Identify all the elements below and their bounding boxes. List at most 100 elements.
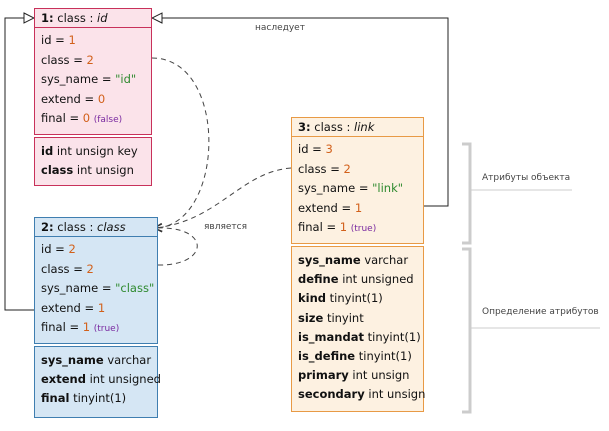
def-name: kind — [298, 291, 327, 306]
attr-eq: = — [101, 281, 112, 295]
attr-value: 1 — [68, 33, 76, 47]
attr-eq: = — [358, 181, 369, 195]
attr-eq: = — [84, 300, 95, 315]
class-id-definition-box: id int unsign key class int unsign — [34, 137, 152, 186]
attr-key: id — [41, 242, 52, 256]
def-type: int unsign key — [56, 144, 138, 158]
def-row: size tinyint — [292, 309, 423, 328]
attr-value: 0 — [97, 91, 106, 106]
attr-eq: = — [312, 142, 322, 156]
def-name: secondary — [298, 387, 365, 402]
attr-row: final = 1 (true) — [35, 318, 157, 338]
attr-eq: = — [69, 320, 80, 334]
class-class-definition-box: sys_name varchar extend int unsigned fin… — [34, 346, 161, 418]
attr-value: 1 — [97, 300, 106, 315]
isa-edge-link-to-class — [154, 167, 292, 228]
attr-eq: = — [55, 33, 65, 47]
def-name: extend — [41, 372, 86, 387]
attr-key: class — [298, 161, 327, 176]
header-class-name: id — [97, 11, 108, 25]
attr-key: id — [41, 33, 52, 47]
def-name: final — [41, 391, 70, 406]
class-class-attributes: id = 2 class = 2 sys_name = "class" exte… — [35, 240, 157, 338]
def-name: id — [41, 144, 54, 158]
attr-value: 3 — [325, 142, 333, 156]
attr-value: 2 — [68, 242, 76, 256]
def-type: tinyint(1) — [358, 348, 412, 363]
attr-key: final — [41, 320, 66, 334]
inherits-label: наследует — [255, 23, 305, 33]
def-type: tinyint(1) — [73, 391, 127, 406]
attr-value: 2 — [86, 261, 94, 276]
class-id-header: 1: class : id — [35, 9, 151, 28]
def-type: int unsigned — [89, 372, 161, 387]
attr-row: class = 2 — [35, 51, 151, 71]
isa-edge-class-self — [153, 227, 198, 266]
attr-eq: = — [84, 91, 95, 106]
attr-key: class — [41, 261, 70, 276]
inherit-edge-link-to-id — [152, 18, 449, 207]
def-row: final tinyint(1) — [35, 389, 157, 408]
attr-value: "class" — [115, 281, 155, 295]
attr-eq: = — [69, 111, 80, 125]
attr-key: sys_name — [41, 72, 99, 86]
def-row: extend int unsigned — [35, 370, 161, 389]
attr-eq: = — [73, 52, 83, 67]
attr-key: extend — [298, 200, 338, 215]
class-link-definition-box: sys_name varchar define int unsigned kin… — [291, 246, 426, 412]
attr-key: id — [298, 142, 309, 156]
class-link-header: 3: class : link — [292, 118, 423, 137]
class-class-header: 2: class : class — [35, 218, 157, 237]
attr-note: (true) — [350, 224, 377, 234]
header-word: class — [57, 220, 86, 234]
class-class-header-box: 2: class : class id = 2 class = 2 sys_na… — [34, 217, 158, 344]
is-a-label: является — [204, 222, 248, 232]
attr-eq: = — [73, 261, 83, 276]
def-row: class int unsign — [35, 161, 151, 180]
inherit-edge-class-to-id — [4, 18, 34, 311]
def-type: tinyint — [326, 310, 364, 325]
class-id-header-box: 1: class : id id = 1 class = 2 sys_name … — [34, 8, 152, 135]
def-name: size — [298, 310, 324, 325]
attr-row: extend = 1 — [35, 299, 157, 319]
def-type: tinyint(1) — [329, 291, 383, 306]
attr-key: extend — [41, 91, 81, 106]
def-type: varchar — [107, 353, 152, 367]
attr-note: (true) — [93, 324, 120, 334]
header-word: class — [314, 120, 343, 134]
attr-row: extend = 0 — [35, 90, 151, 110]
attr-eq: = — [55, 242, 65, 256]
def-type: int unsigned — [342, 272, 414, 287]
def-row: define int unsigned — [292, 270, 423, 289]
attr-row: sys_name = "class" — [35, 279, 157, 299]
attr-row: class = 2 — [35, 260, 157, 280]
class-link-definitions: sys_name varchar define int unsigned kin… — [292, 251, 426, 405]
class-class-definitions: sys_name varchar extend int unsigned fin… — [35, 351, 161, 409]
def-type: tinyint(1) — [367, 329, 421, 344]
def-type: varchar — [364, 253, 409, 267]
header-separator: : — [89, 11, 94, 25]
isa-edge-id-to-class — [151, 57, 210, 228]
attr-value: 2 — [343, 161, 351, 176]
attr-value: 2 — [86, 52, 94, 67]
attr-note: (false) — [93, 115, 123, 125]
def-row: primary int unsign — [292, 366, 423, 385]
def-name: sys_name — [298, 253, 361, 267]
attr-row: extend = 1 — [292, 199, 423, 219]
attr-key: extend — [41, 300, 81, 315]
attr-key: final — [298, 220, 323, 234]
header-class-name: link — [354, 120, 375, 134]
attr-eq: = — [101, 72, 112, 86]
object-attributes-label: Атрибуты объекта — [482, 173, 571, 183]
attr-eq: = — [330, 161, 340, 176]
class-id-attributes: id = 1 class = 2 sys_name = "id" extend … — [35, 31, 151, 129]
class-id-definitions: id int unsign key class int unsign — [35, 142, 151, 180]
header-number: 3: — [298, 120, 311, 134]
attr-row: sys_name = "link" — [292, 179, 423, 199]
def-row: secondary int unsign — [292, 385, 426, 404]
attr-value: "link" — [372, 181, 404, 195]
def-name: define — [298, 272, 339, 287]
header-separator: : — [346, 120, 351, 134]
def-name: primary — [298, 368, 349, 383]
def-type: int unsign — [368, 387, 426, 402]
